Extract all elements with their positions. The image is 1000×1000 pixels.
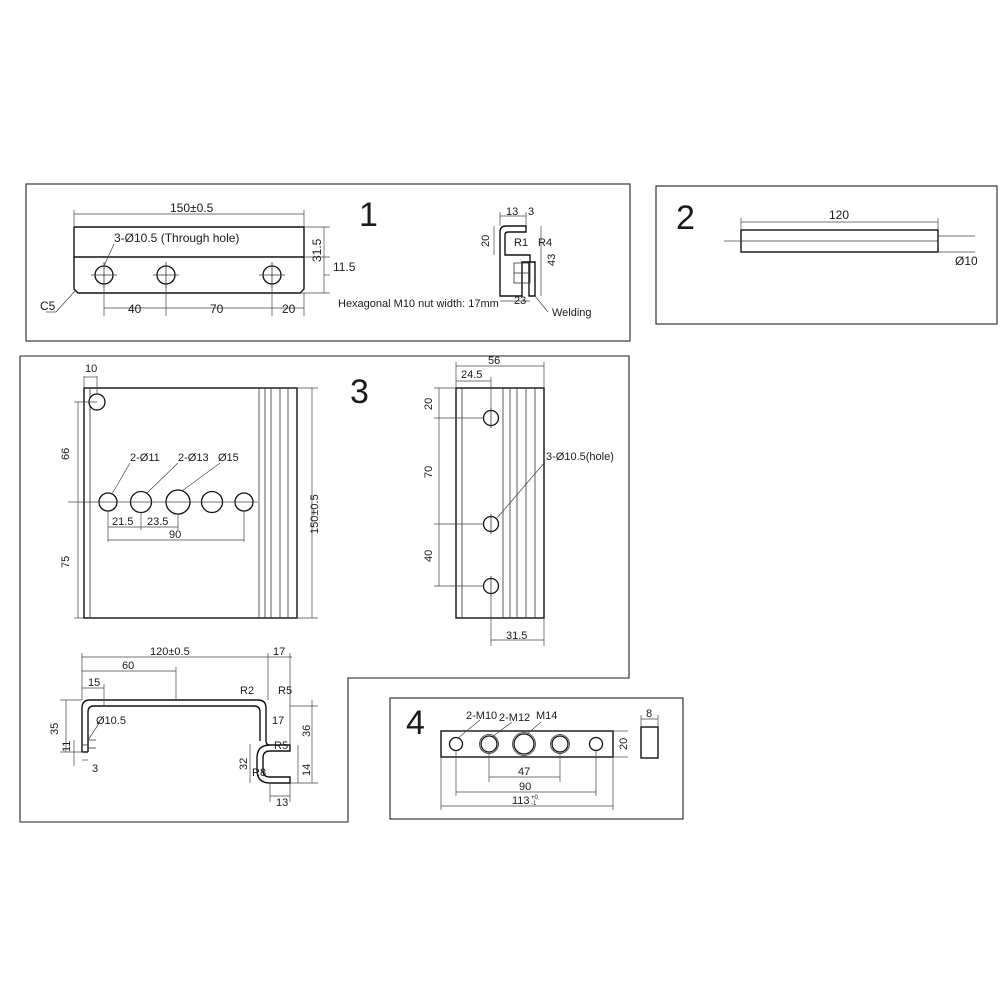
part-4-thickness-label: 8 xyxy=(646,708,652,720)
part-3-profile-dim-32: 32 xyxy=(238,758,250,770)
part-3-front-view xyxy=(68,387,298,619)
part-3-side-dim-70: 70 xyxy=(423,466,435,478)
part-2-diameter-label: Ø10 xyxy=(955,254,978,268)
part-4-m14-label: M14 xyxy=(536,710,557,722)
part-1-profile-3: 3 xyxy=(528,206,534,218)
part-3-holes-11-label: 2-Ø11 xyxy=(130,452,160,464)
part-3-profile-r2: R2 xyxy=(240,685,254,697)
part-3-side-holes-label: 3-Ø10.5(hole) xyxy=(546,451,614,463)
part-3-dim-75: 75 xyxy=(60,556,72,568)
part-4-m10-label: 2-M10 xyxy=(466,710,497,722)
part-1-plate xyxy=(73,226,305,294)
part-1-profile-r4: R4 xyxy=(538,237,552,249)
part-3-profile-hole-label: Ø10.5 xyxy=(96,715,126,727)
part-3-dim-66: 66 xyxy=(60,448,72,460)
part-1-length-label: 150±0.5 xyxy=(170,201,214,215)
part-3-profile-dimensions xyxy=(60,653,318,802)
frame-part-3 xyxy=(19,355,630,823)
part-3-profile-r8: R8 xyxy=(252,767,266,779)
part-2-length-label: 120 xyxy=(829,208,849,222)
part-3-profile-dim-14: 14 xyxy=(301,764,313,776)
part-3-profile-dim-11: 11 xyxy=(61,741,73,752)
part-4-spacing-90: 90 xyxy=(519,781,531,793)
part-3-profile-dim-17: 17 xyxy=(272,715,284,727)
part-1-profile-20: 20 xyxy=(480,235,492,247)
part-4-length-tol-upper: +0 xyxy=(531,795,539,801)
part-1-welding-label: Welding xyxy=(552,307,592,319)
part-3-bent-profile xyxy=(81,699,291,784)
frame-part-1 xyxy=(25,183,631,342)
part-4-bar xyxy=(440,726,659,759)
part-1-spacing-70: 70 xyxy=(210,302,224,316)
frame-part-2 xyxy=(655,185,998,325)
part-3-profile-right-top-label: 17 xyxy=(273,646,285,658)
part-3-spacing-90: 90 xyxy=(169,529,181,541)
part-4-height-label: 20 xyxy=(618,738,630,750)
part-4-length-label: 113 xyxy=(512,795,530,807)
part-4-dimensions xyxy=(440,715,659,810)
part-1-profile xyxy=(493,212,549,313)
part-1-nut-note: Hexagonal M10 nut width: 17mm xyxy=(338,298,499,310)
part-1-height2-label: 11.5 xyxy=(333,260,356,274)
part-1-profile-r1: R1 xyxy=(514,237,528,249)
part-3-profile-r5-top: R5 xyxy=(278,685,292,697)
section-number-4: 4 xyxy=(406,704,425,742)
part-3-profile-dim-35: 35 xyxy=(49,723,61,735)
part-3-profile-flange-label: 15 xyxy=(88,677,100,689)
part-1-profile-43: 43 xyxy=(546,254,558,266)
part-3-side-bottom-label: 31.5 xyxy=(506,630,527,642)
part-2-rod xyxy=(724,218,975,253)
part-3-side-dim-40: 40 xyxy=(423,550,435,562)
part-3-height-label: 150±0.5 xyxy=(309,494,321,534)
part-3-profile-r5-mid: R5 xyxy=(274,740,288,752)
part-1-profile-13: 13 xyxy=(506,206,518,218)
part-1-chamfer-label: C5 xyxy=(40,299,56,313)
part-3-side-view xyxy=(455,387,545,619)
part-3-hole-15-label: Ø15 xyxy=(218,452,239,464)
section-number-1: 1 xyxy=(359,196,378,234)
part-1-dimensions xyxy=(46,210,330,316)
part-3-side-dimensions xyxy=(434,362,546,646)
part-4-length-tol-lower: -1 xyxy=(531,801,537,807)
part-3-spacing-21-5: 21.5 xyxy=(112,516,133,528)
section-number-2: 2 xyxy=(676,199,695,237)
part-3-profile-dim-3: 3 xyxy=(92,763,98,775)
part-1-spacing-40: 40 xyxy=(128,302,142,316)
part-1-spacing-20: 20 xyxy=(282,302,296,316)
part-3-front-dimensions xyxy=(74,376,318,619)
part-3-profile-length-label: 120±0.5 xyxy=(150,646,190,658)
part-3-profile-dim-36: 36 xyxy=(301,725,313,737)
frame-part-4 xyxy=(389,697,684,820)
part-4-m12-label: 2-M12 xyxy=(499,712,530,724)
part-3-top-margin-label: 10 xyxy=(85,363,97,375)
part-3-profile-top-label: 60 xyxy=(122,660,134,672)
part-3-side-dim-20: 20 xyxy=(423,398,435,410)
part-4-spacing-47: 47 xyxy=(518,766,530,778)
part-1-profile-23: 23 xyxy=(514,295,526,307)
section-number-3: 3 xyxy=(350,373,369,411)
part-3-holes-13-label: 2-Ø13 xyxy=(178,452,209,464)
part-1-holes-label: 3-Ø10.5 (Through hole) xyxy=(114,231,239,245)
part-3-side-offset-label: 24.5 xyxy=(461,369,482,381)
part-3-spacing-23-5: 23.5 xyxy=(147,516,168,528)
part-3-side-width-label: 56 xyxy=(488,355,500,367)
part-3-profile-dim-13: 13 xyxy=(276,797,288,809)
part-1-height1-label: 31.5 xyxy=(310,238,324,262)
